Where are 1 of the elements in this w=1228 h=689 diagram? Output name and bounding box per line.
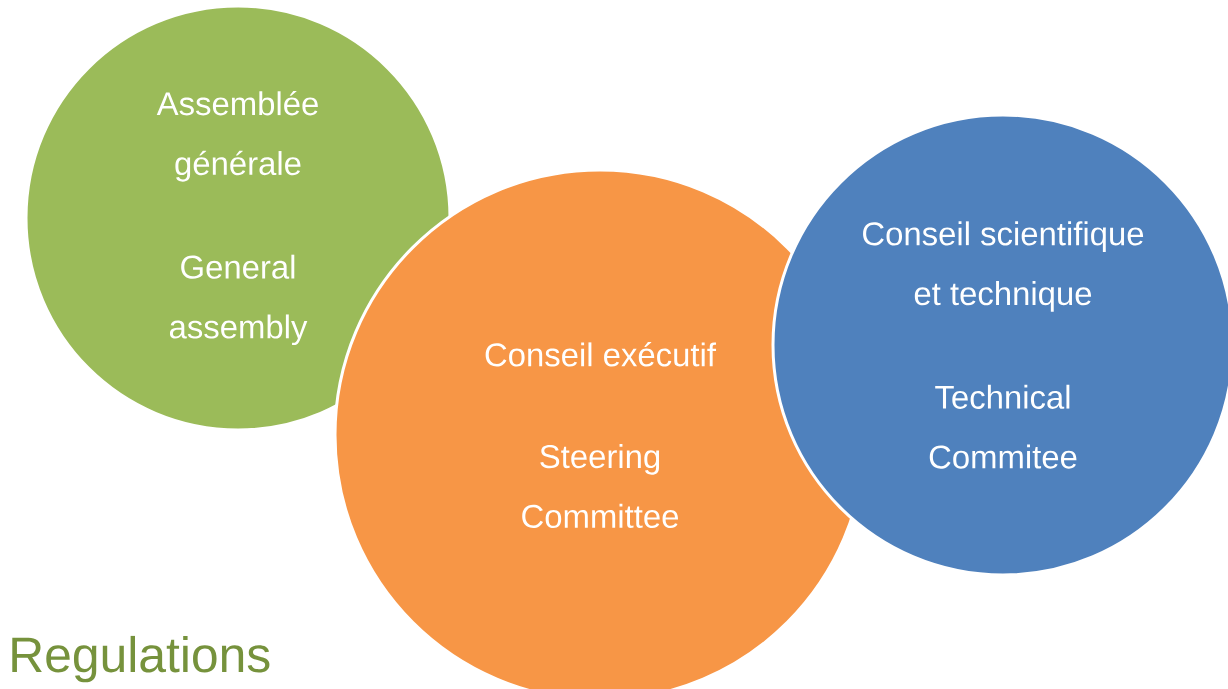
- title-text: Regulations: [12, 635, 270, 683]
